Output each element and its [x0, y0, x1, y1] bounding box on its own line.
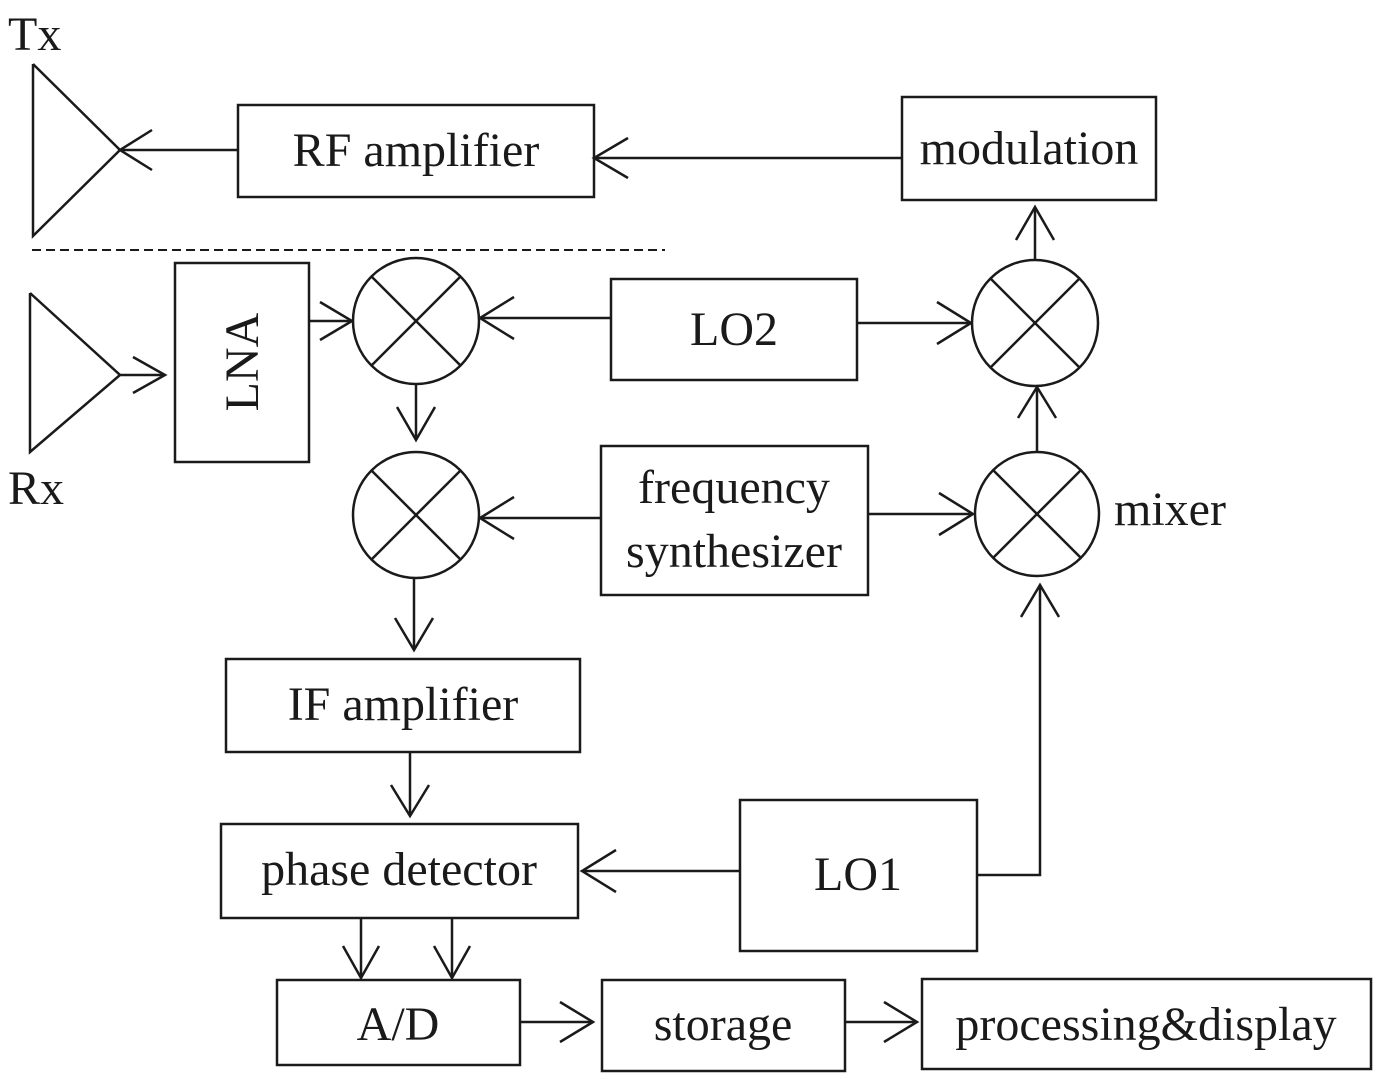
arrow-lo1-to-mixer-lower — [977, 582, 1061, 877]
arrow-rx-to-lna — [120, 355, 168, 395]
mixer-rx-1-icon — [351, 256, 481, 386]
processing-display-label: processing&display — [955, 998, 1336, 1051]
processing-display-block: processing&display — [920, 977, 1373, 1071]
arrow-lo1-to-phasedet — [579, 848, 740, 894]
rx-label: Rx — [8, 462, 64, 515]
frequency-synthesizer-label-line2: synthesizer — [626, 525, 842, 578]
mixer-rx-2-icon — [351, 450, 481, 580]
arrow-phasedet-to-ad-i — [341, 918, 381, 981]
arrow-synth-to-mixer-lower — [868, 491, 976, 537]
if-amplifier-label: IF amplifier — [288, 678, 519, 731]
phase-detector-block: phase detector — [219, 822, 580, 920]
lna-block: LNA — [173, 261, 311, 464]
if-amplifier-block: IF amplifier — [224, 657, 582, 754]
mixer-tx-lower-icon — [973, 450, 1101, 578]
arrow-storage-to-processing — [845, 1000, 920, 1044]
lo1-block: LO1 — [738, 798, 979, 953]
arrow-rfamp-to-tx — [117, 128, 238, 172]
lo2-label: LO2 — [690, 303, 778, 356]
arrow-ad-to-storage — [520, 1000, 596, 1044]
arrow-mixer-lower-to-mixer-upper — [1016, 384, 1058, 452]
arrow-ifamp-to-phasedet — [389, 752, 431, 819]
rf-amplifier-block: RF amplifier — [236, 103, 596, 199]
lna-label: LNA — [216, 312, 269, 411]
lo2-block: LO2 — [609, 277, 859, 382]
arrow-mixer1-to-mixer2 — [395, 384, 437, 443]
mixer-tx-upper-icon — [970, 258, 1100, 388]
arrow-phasedet-to-ad-q — [432, 918, 472, 981]
arrow-lna-to-mixer1 — [309, 300, 355, 342]
storage-block: storage — [600, 978, 847, 1073]
storage-label: storage — [654, 998, 793, 1051]
arrow-mixer-upper-to-modulation — [1014, 204, 1056, 260]
arrow-synth-to-mixer2 — [477, 495, 601, 541]
ad-block: A/D — [275, 978, 522, 1067]
rx-antenna — [28, 292, 122, 455]
arrow-mixer2-to-ifamp — [393, 578, 435, 653]
modulation-label: modulation — [920, 122, 1139, 175]
frequency-synthesizer-block: frequency synthesizer — [599, 444, 870, 597]
ad-label: A/D — [357, 998, 440, 1051]
phase-detector-label: phase detector — [261, 843, 537, 896]
rf-amplifier-label: RF amplifier — [293, 124, 540, 177]
arrow-lo2-to-mixer1 — [477, 295, 611, 341]
modulation-block: modulation — [900, 95, 1158, 202]
arrow-modulation-to-rfamp — [591, 136, 902, 180]
lo1-label: LO1 — [814, 848, 902, 901]
frequency-synthesizer-label-line1: frequency — [638, 461, 830, 514]
tx-label: Tx — [8, 8, 61, 61]
tx-antenna — [31, 63, 122, 239]
arrow-lo2-to-mixer-upper — [857, 300, 974, 346]
mixer-label: mixer — [1114, 483, 1226, 536]
